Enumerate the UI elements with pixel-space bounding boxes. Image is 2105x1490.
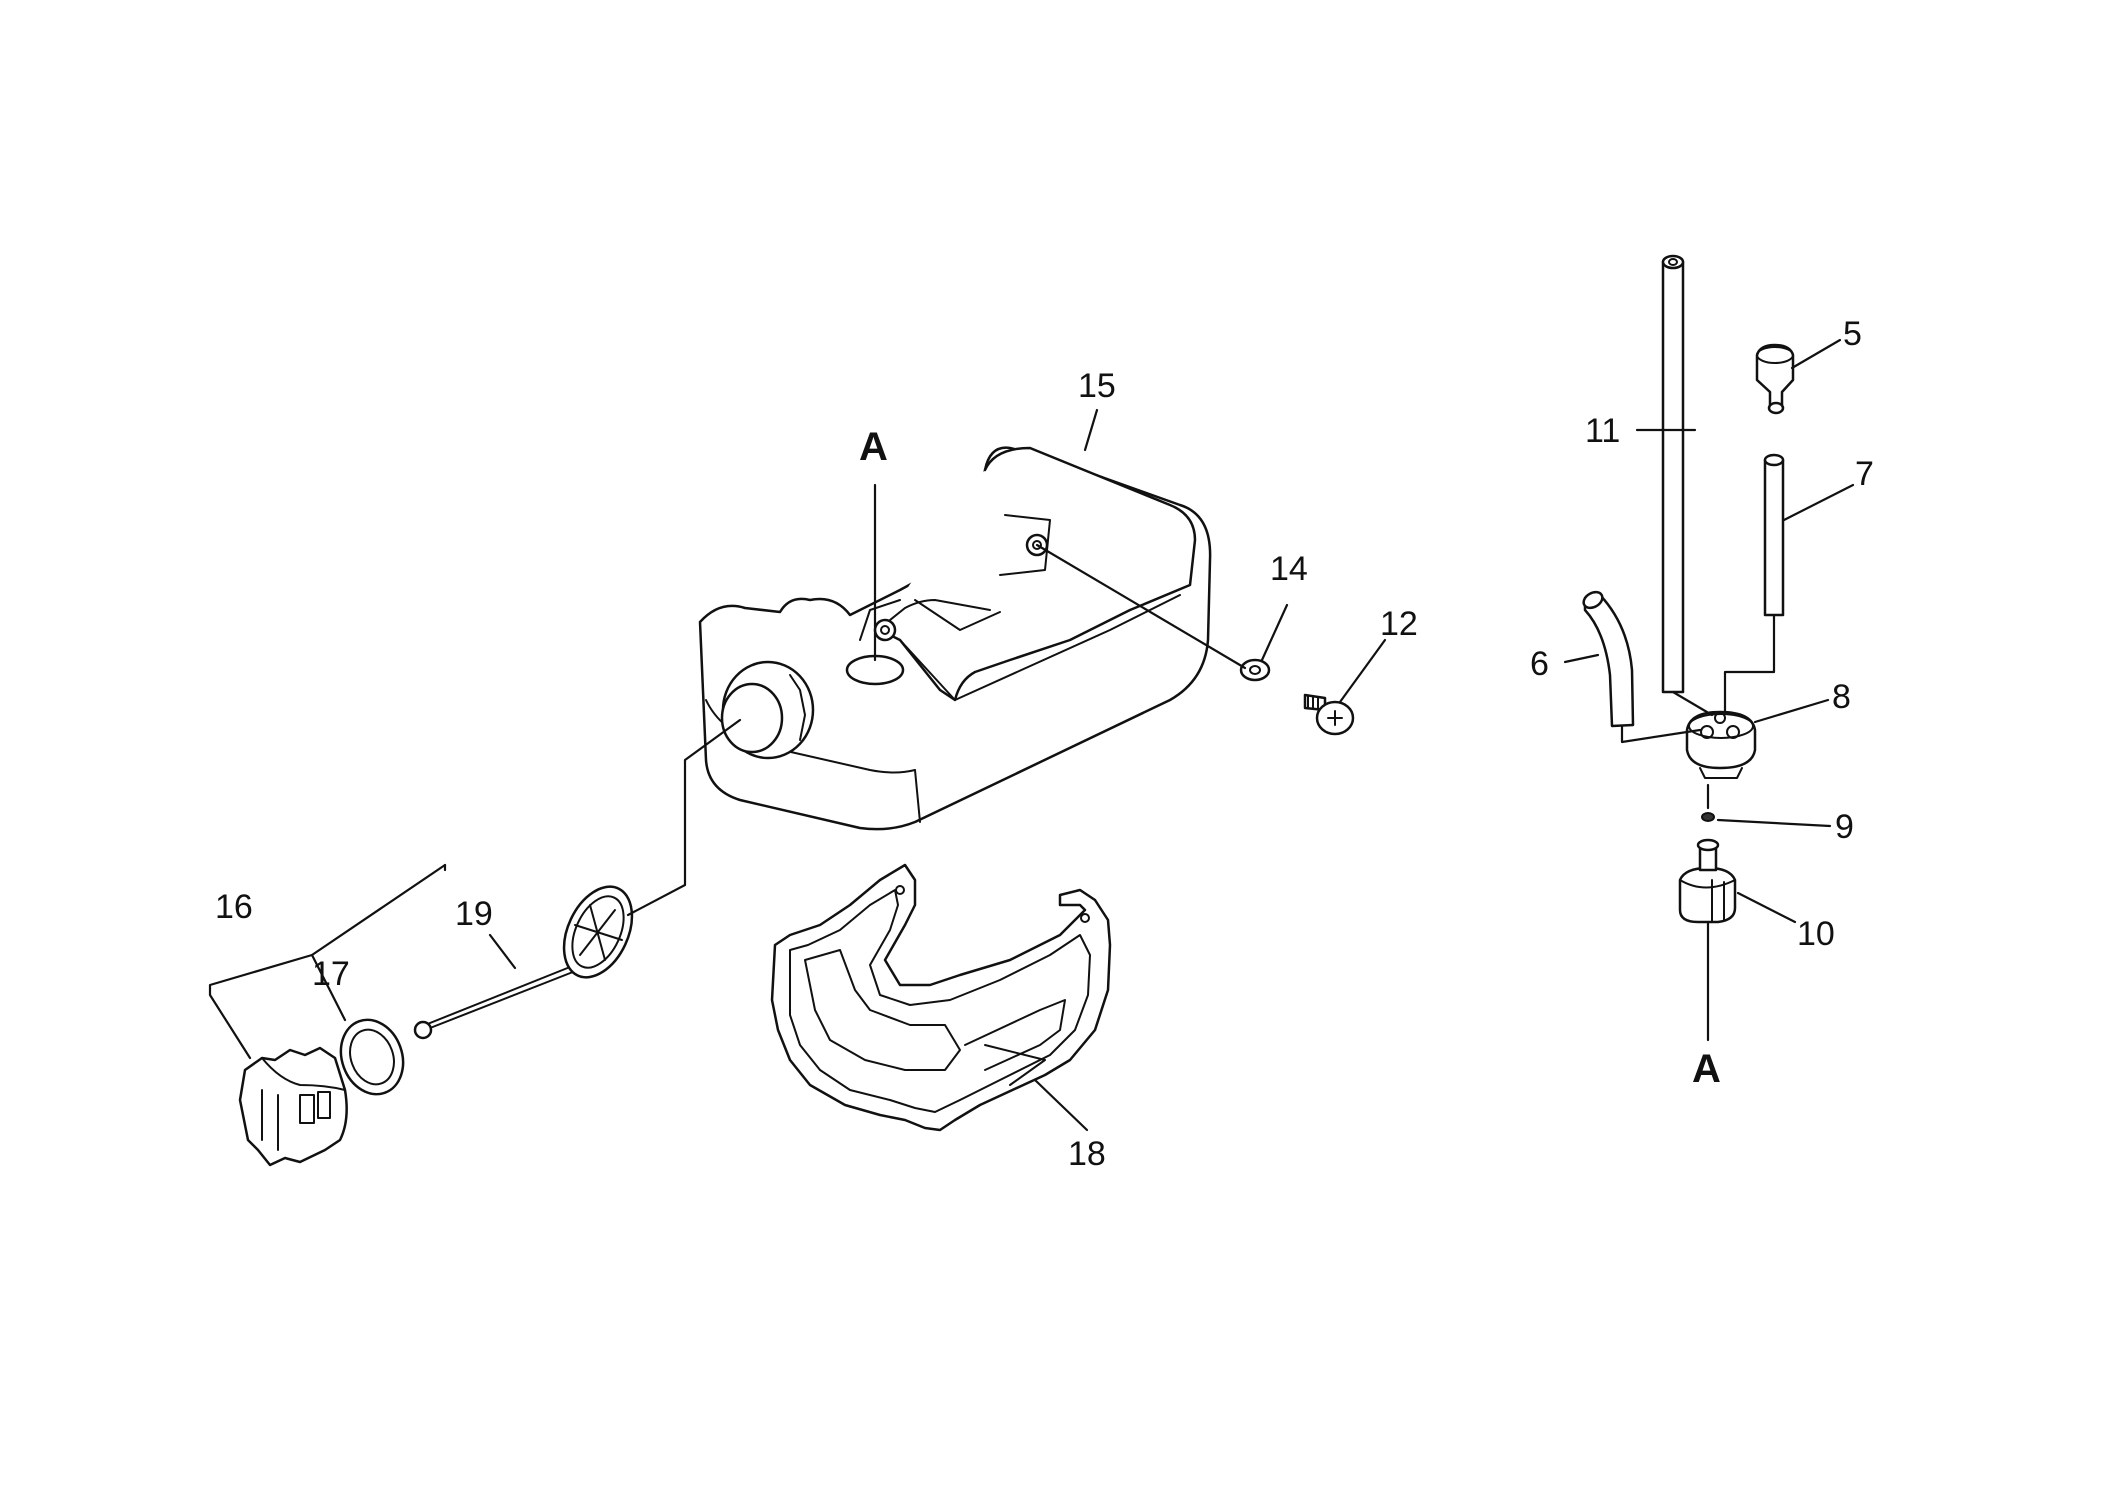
fuel-filter xyxy=(1678,838,1737,924)
callout-6: 6 xyxy=(1530,645,1549,683)
fuel-cap xyxy=(238,1046,348,1167)
callout-16: 16 xyxy=(215,888,253,926)
callout-19: 19 xyxy=(455,895,493,933)
leader-17 xyxy=(310,953,347,1022)
bolt xyxy=(1303,693,1355,736)
callout-11: 11 xyxy=(1585,412,1620,450)
washer xyxy=(1239,658,1271,682)
check-valve xyxy=(1755,343,1795,415)
reference-a-bottom: A xyxy=(1692,1047,1721,1091)
fuel-tank xyxy=(698,446,1212,831)
leader-19 xyxy=(488,933,517,970)
callout-7: 7 xyxy=(1855,455,1874,493)
callout-18: 18 xyxy=(1068,1135,1106,1173)
leader-strainer-to-tank xyxy=(626,718,742,917)
callout-9: 9 xyxy=(1835,808,1854,846)
leader-18 xyxy=(1033,1078,1089,1132)
clip xyxy=(1701,812,1715,822)
callout-14: 14 xyxy=(1270,550,1308,588)
leader-long-to-grommet xyxy=(1671,690,1714,717)
callout-10: 10 xyxy=(1797,915,1835,953)
leader-14 xyxy=(1260,603,1289,662)
strainer xyxy=(413,885,634,1040)
reference-a-top: A xyxy=(859,425,888,469)
leader-bolt-axis xyxy=(1035,543,1247,670)
callout-8: 8 xyxy=(1832,678,1851,716)
filler-neck xyxy=(720,660,815,760)
leader-15 xyxy=(1083,408,1099,452)
return-line xyxy=(1763,453,1785,617)
leader-9 xyxy=(1716,818,1832,828)
leader-bent-to-grommet xyxy=(1620,724,1702,744)
leader-8 xyxy=(1753,698,1830,724)
leader-7 xyxy=(1782,483,1855,522)
tank-guard xyxy=(770,863,1112,1132)
leader-10 xyxy=(1736,891,1797,924)
callout-15: 15 xyxy=(1078,367,1116,405)
callout-17: 17 xyxy=(312,955,350,993)
callout-5: 5 xyxy=(1843,315,1862,353)
leader-6 xyxy=(1563,653,1600,664)
fuel-line-long xyxy=(1661,254,1685,694)
grommet xyxy=(1685,710,1757,779)
leader-return-to-grommet xyxy=(1723,613,1776,714)
gasket xyxy=(339,1018,405,1096)
leader-12 xyxy=(1338,638,1387,704)
callout-12: 12 xyxy=(1380,605,1418,643)
leader-16-bracket xyxy=(208,863,447,1060)
fuel-line-bent xyxy=(1582,590,1635,728)
leader-5 xyxy=(1790,338,1842,370)
